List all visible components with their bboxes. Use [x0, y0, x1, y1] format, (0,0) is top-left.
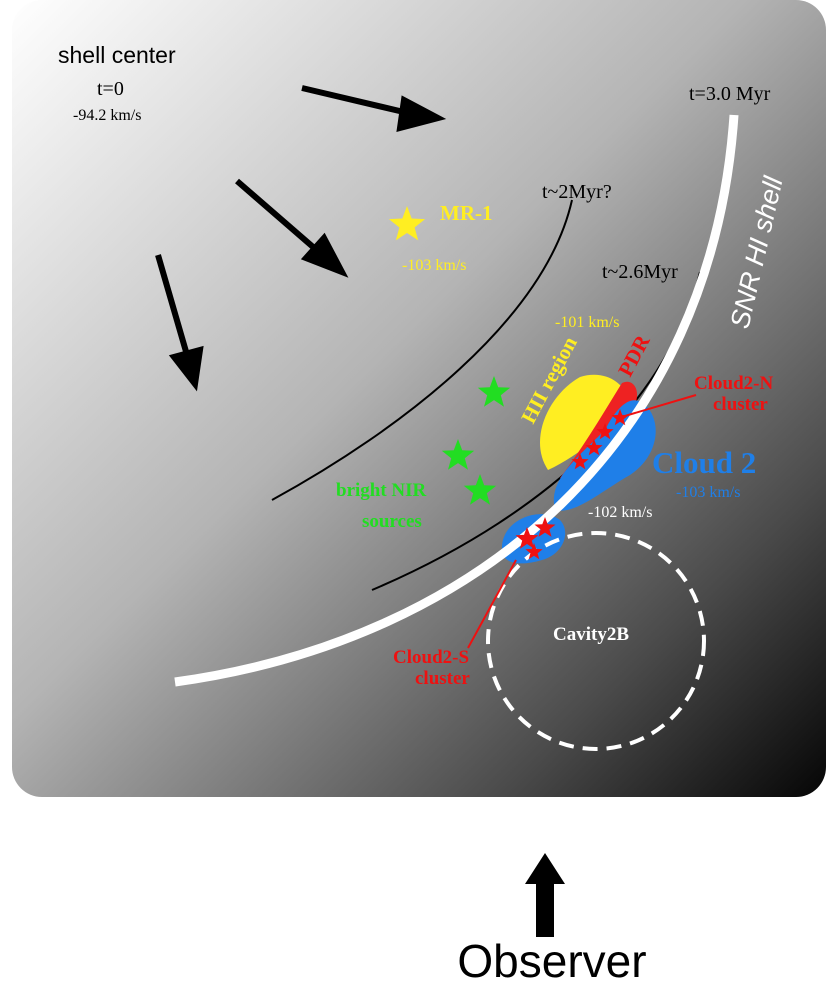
cloud2n-label-line2: cluster: [713, 394, 768, 415]
velocity-102-label: -102 km/s: [588, 504, 652, 521]
mr1-velocity: -103 km/s: [402, 257, 466, 274]
cloud2n-star-3: [585, 439, 603, 456]
arrow-1-head: [396, 95, 447, 133]
time-label-t26: t~2.6Myr: [602, 261, 678, 283]
shell-center-title: shell center: [58, 42, 176, 68]
nir-star-2: [441, 439, 475, 470]
cloud2n-label-line1: Cloud2-N: [694, 373, 773, 394]
cavity-label: Cavity2B: [553, 624, 629, 645]
motion-arrows: [155, 85, 447, 392]
observer-arrow-icon: [525, 853, 565, 937]
nir-label-line2: sources: [362, 511, 422, 532]
cloud2s-label-line2: cluster: [415, 668, 470, 689]
shell-center-velocity: -94.2 km/s: [73, 107, 141, 124]
hii-velocity: -101 km/s: [555, 314, 619, 331]
nir-star-1: [477, 376, 511, 407]
cloud2n-pointer: [617, 394, 697, 419]
cloud2n-star-4: [571, 453, 589, 470]
cavity2b-circle: [486, 531, 706, 751]
mr1-star: [388, 206, 426, 241]
cloud2s-star-2: [534, 517, 556, 537]
arrow-3: [155, 254, 190, 356]
arrow-2: [235, 178, 322, 256]
observer-label: Observer: [457, 935, 646, 987]
cloud2n-star-1: [611, 409, 629, 426]
cloud2s-star-1: [515, 527, 539, 549]
cloud2s-star-3: [525, 543, 543, 560]
arrow-3-head: [168, 345, 204, 392]
arc-t2myr: [271, 199, 573, 501]
nir-star-3: [463, 474, 497, 505]
nir-label-line1: bright NIR: [336, 480, 427, 501]
cloud2s-label-line1: Cloud2-S: [393, 647, 469, 668]
mr1-label: MR-1: [440, 201, 492, 225]
arrow-1: [301, 85, 409, 116]
snr-hi-shell: [174, 114, 739, 687]
cloud2-label: Cloud 2: [652, 445, 756, 480]
time-label-t3: t=3.0 Myr: [689, 83, 771, 105]
cloud2s-pointer: [467, 559, 517, 649]
hii-region-shape: [539, 374, 628, 470]
cloud2-velocity: -103 km/s: [676, 484, 740, 501]
time-label-t2: t~2Myr?: [542, 181, 612, 203]
stars: [388, 206, 629, 560]
shell-center-time: t=0: [97, 78, 124, 100]
arrow-2-head: [300, 232, 349, 278]
cloud2n-star-2: [596, 423, 614, 440]
background-panel: [12, 0, 826, 797]
